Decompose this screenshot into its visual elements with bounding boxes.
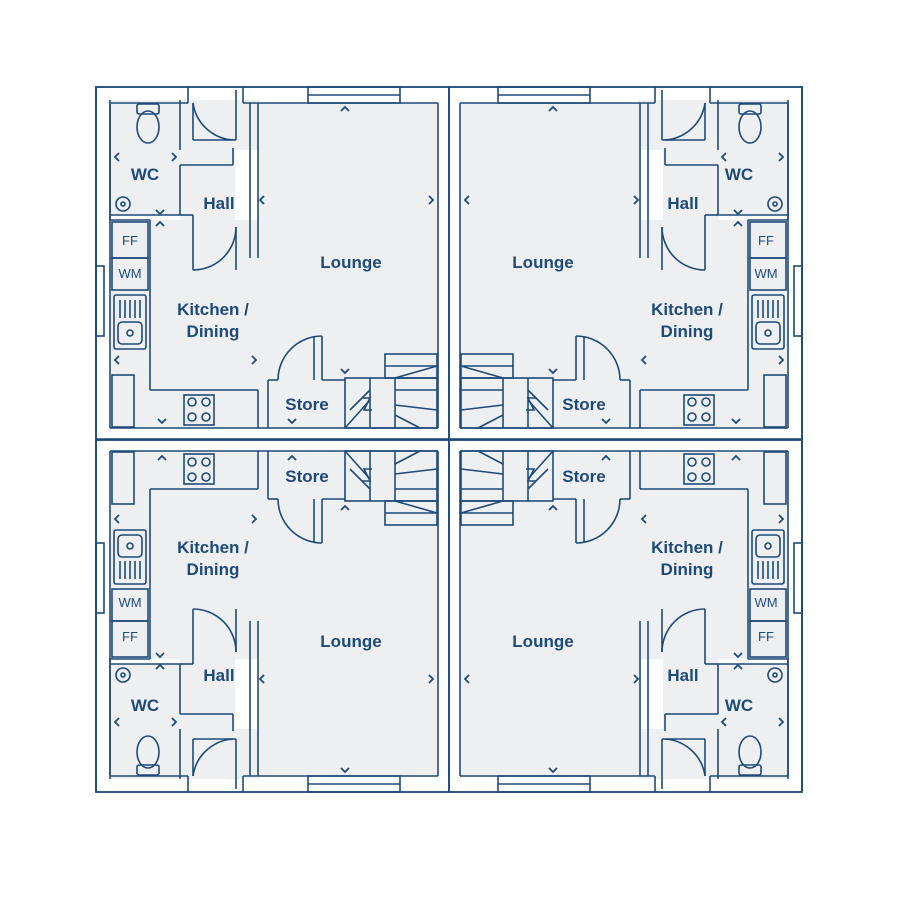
room-label-store: Store (562, 467, 605, 486)
unit-bottom-left-labels: WC Hall Lounge Kitchen / Dining Store FF… (118, 467, 381, 715)
room-label-kitchen: Kitchen / (177, 538, 249, 557)
unit-bottom-right (448, 438, 803, 793)
room-label-wc: WC (725, 696, 753, 715)
unit-top-left (95, 86, 450, 441)
unit-top-right-labels: WC Hall Lounge Kitchen / Dining Store FF… (512, 165, 777, 414)
appliance-label-wm: WM (118, 595, 141, 610)
room-label-kitchen: Kitchen / (651, 300, 723, 319)
room-label-kitchen: Kitchen / (651, 538, 723, 557)
appliance-label-wm: WM (754, 266, 777, 281)
room-label-lounge: Lounge (320, 632, 381, 651)
room-label-hall: Hall (667, 666, 698, 685)
dwelling-units (95, 86, 803, 793)
appliance-label-ff: FF (758, 629, 774, 644)
unit-bottom-left (95, 438, 450, 793)
room-label-dining: Dining (187, 322, 240, 341)
appliance-label-wm: WM (118, 266, 141, 281)
unit-top-right (448, 86, 803, 441)
room-label-store: Store (562, 395, 605, 414)
unit-bottom-right-labels: WC Hall Lounge Kitchen / Dining Store FF… (512, 467, 777, 715)
room-label-lounge: Lounge (320, 253, 381, 272)
unit-top-left-labels: WC Hall Lounge Kitchen / Dining Store FF… (118, 165, 381, 414)
appliance-label-ff: FF (122, 629, 138, 644)
appliance-label-ff: FF (122, 233, 138, 248)
room-label-kitchen: Kitchen / (177, 300, 249, 319)
appliance-label-ff: FF (758, 233, 774, 248)
appliance-label-wm: WM (754, 595, 777, 610)
room-label-wc: WC (131, 696, 159, 715)
room-label-store: Store (285, 395, 328, 414)
room-label-lounge: Lounge (512, 253, 573, 272)
room-label-store: Store (285, 467, 328, 486)
room-label-hall: Hall (203, 666, 234, 685)
room-label-wc: WC (725, 165, 753, 184)
room-label-wc: WC (131, 165, 159, 184)
room-label-dining: Dining (661, 322, 714, 341)
room-label-lounge: Lounge (512, 632, 573, 651)
room-label-hall: Hall (203, 194, 234, 213)
room-label-dining: Dining (661, 560, 714, 579)
room-label-dining: Dining (187, 560, 240, 579)
room-label-hall: Hall (667, 194, 698, 213)
